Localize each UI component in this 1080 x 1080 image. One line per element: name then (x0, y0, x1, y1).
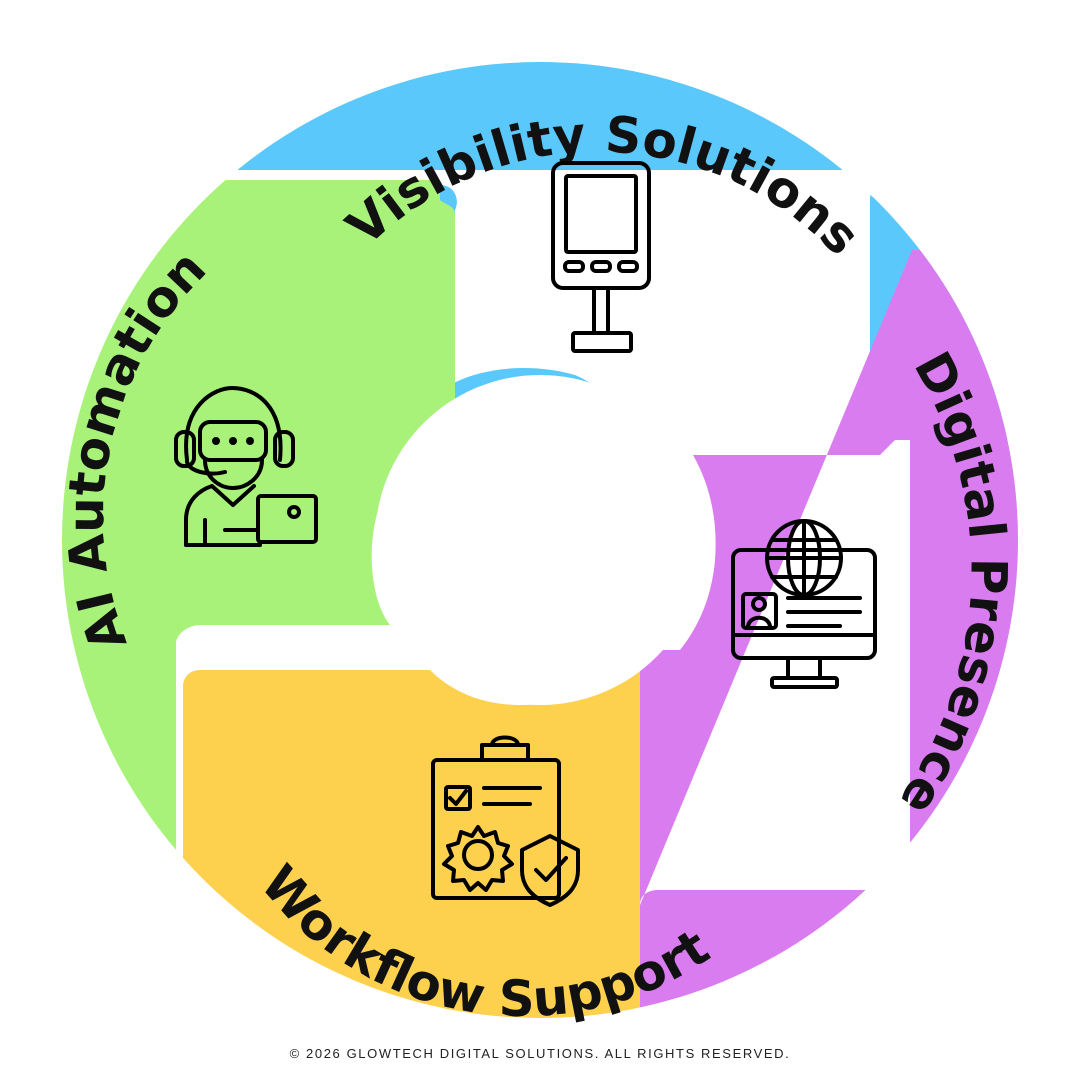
center-hole (375, 375, 705, 705)
copyright-footer: © 2026 GLOWTECH DIGITAL SOLUTIONS. ALL R… (289, 1046, 791, 1061)
segment-workflow-support (62, 660, 640, 1018)
segment-ai-automation (62, 180, 455, 870)
clipboard-gear-shield-icon (431, 735, 580, 907)
support-agent-icon (174, 386, 318, 547)
website-monitor-icon (731, 519, 877, 689)
kiosk-icon (551, 161, 651, 353)
